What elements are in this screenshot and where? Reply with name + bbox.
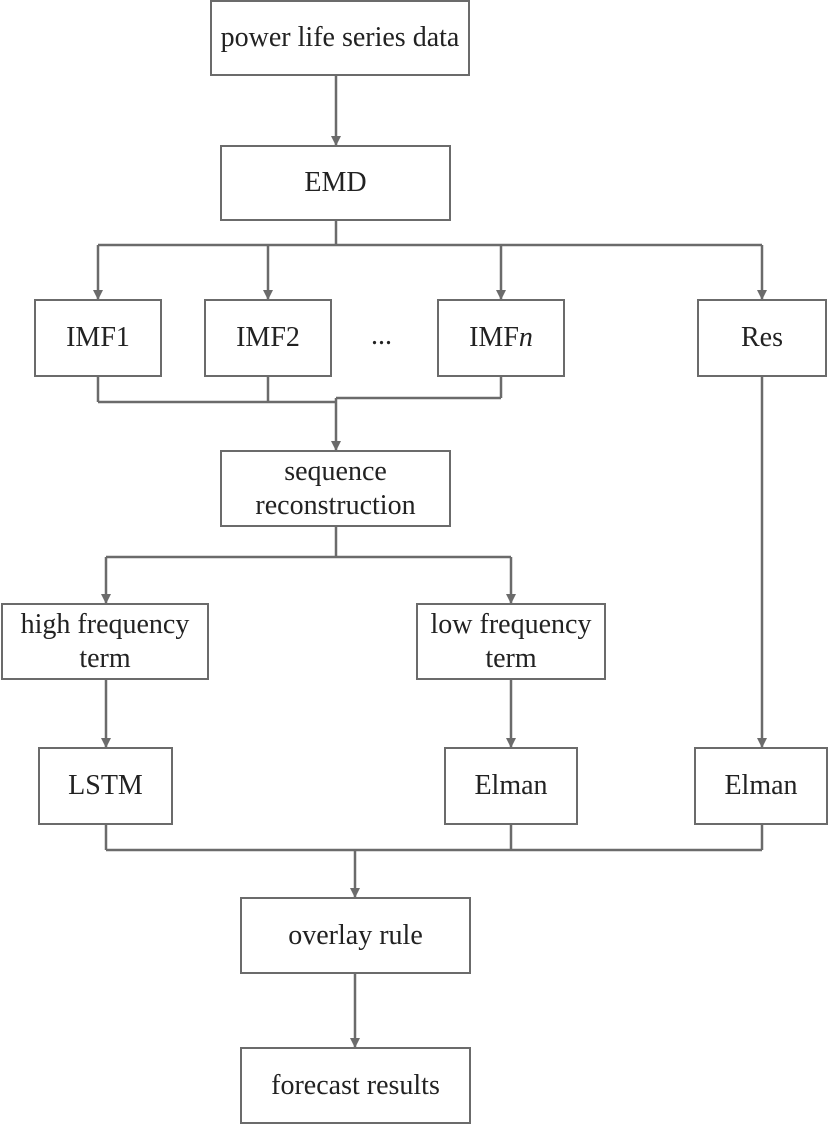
imf-ellipsis-text: ... — [371, 320, 392, 351]
sequence-reconstruction-box: sequence reconstruction — [220, 450, 451, 527]
high-frequency-term-line1: high frequency — [20, 608, 190, 640]
forecast-results-box: forecast results — [240, 1047, 471, 1124]
power-life-series-data-label: power life series data — [220, 22, 460, 53]
sequence-reconstruction-line2: reconstruction — [255, 489, 416, 521]
imf2-label: IMF2 — [236, 322, 300, 353]
lstm-label: LSTM — [68, 770, 143, 801]
imf1-label: IMF1 — [66, 322, 130, 353]
low-frequency-term-line2: term — [485, 642, 537, 674]
imfn-label: IMFn — [469, 321, 533, 355]
imfn-label-suffix: n — [518, 322, 533, 353]
high-frequency-term-line2: term — [79, 642, 131, 674]
elman-low-box: Elman — [444, 747, 578, 825]
overlay-rule-label: overlay rule — [288, 919, 423, 951]
high-frequency-term-box: high frequency term — [1, 603, 209, 680]
imf2-box: IMF2 — [204, 299, 332, 377]
low-frequency-term-box: low frequency term — [416, 603, 606, 680]
res-label: Res — [741, 322, 783, 353]
imf1-box: IMF1 — [34, 299, 162, 377]
emd-box: EMD — [220, 145, 451, 221]
res-box: Res — [697, 299, 827, 377]
elman-res-label: Elman — [724, 770, 798, 801]
elman-res-box: Elman — [694, 747, 828, 825]
sequence-reconstruction-line1: sequence — [284, 455, 387, 487]
power-life-series-data-box: power life series data — [210, 0, 470, 76]
forecast-results-label: forecast results — [271, 1069, 440, 1101]
imfn-label-prefix: IMF — [469, 322, 519, 353]
low-frequency-term-line1: low frequency — [430, 608, 592, 640]
imf-ellipsis: ... — [371, 322, 392, 350]
imfn-box: IMFn — [437, 299, 565, 377]
lstm-box: LSTM — [38, 747, 173, 825]
elman-low-label: Elman — [474, 770, 548, 801]
overlay-rule-box: overlay rule — [240, 897, 471, 974]
emd-label: EMD — [304, 167, 367, 198]
